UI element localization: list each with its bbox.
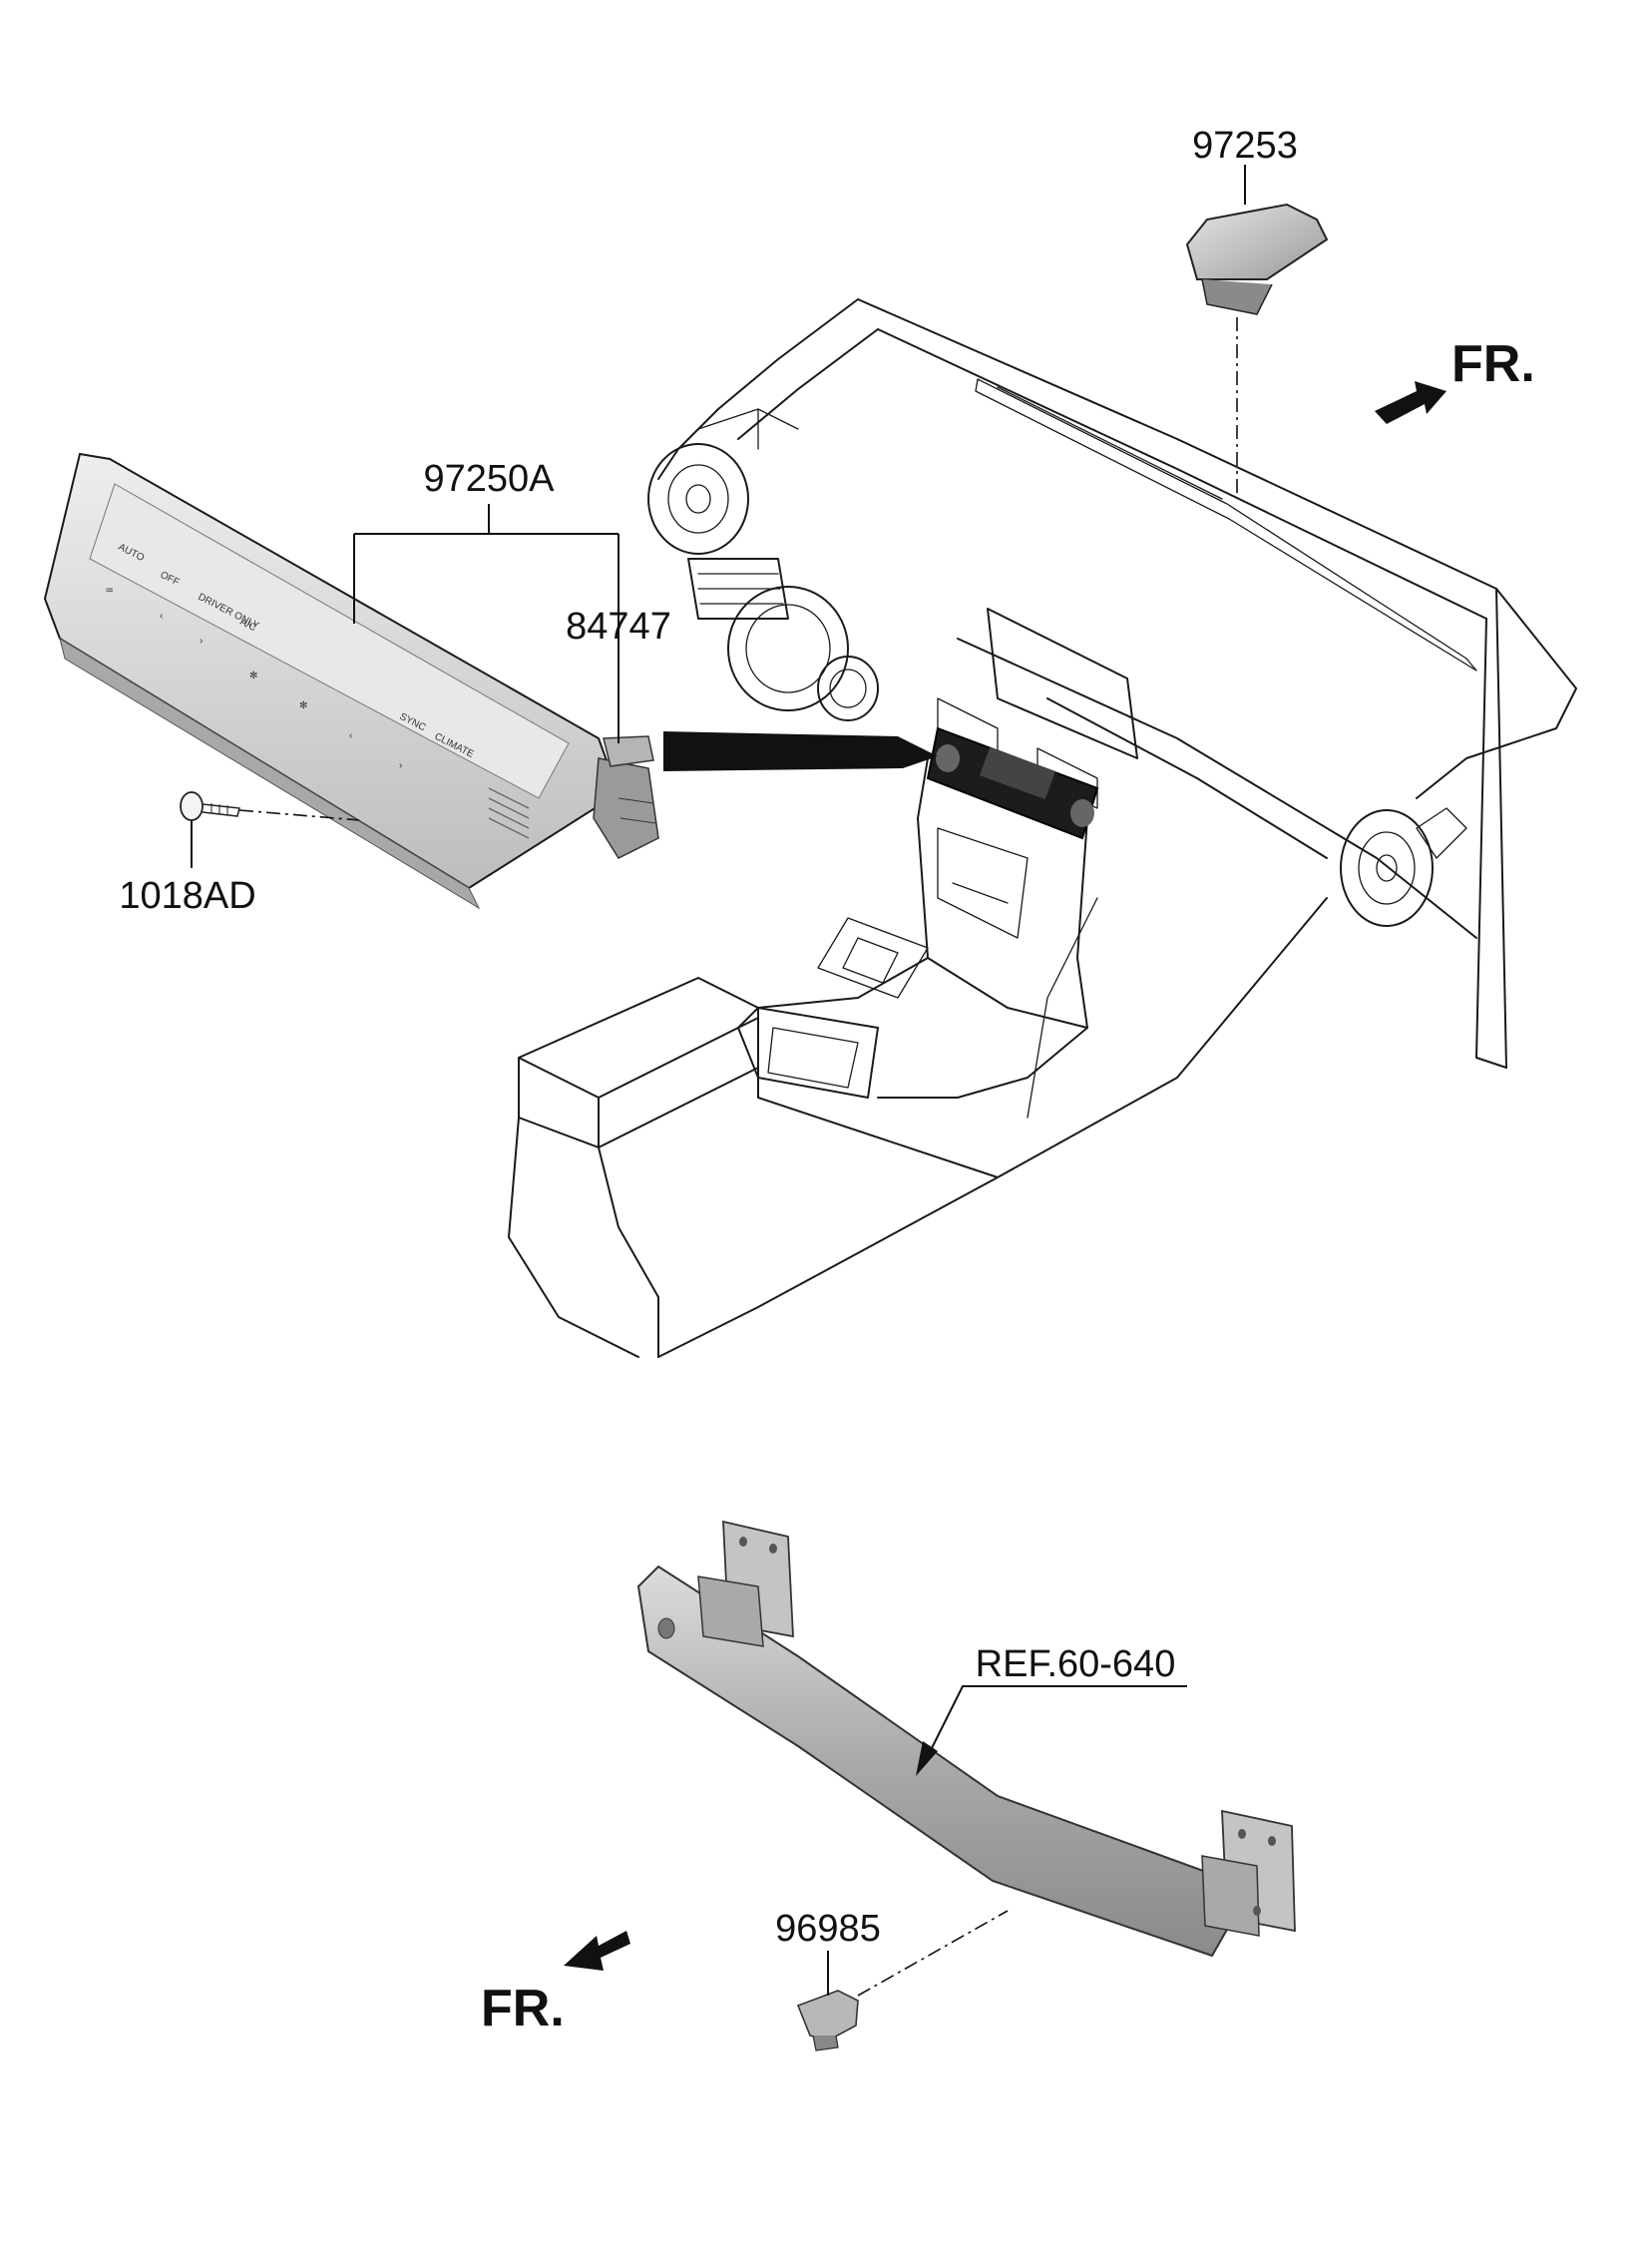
sensor-96985	[796, 1990, 859, 2051]
climate-control-panel: AUTO OFF DRIVER ONLY A/C SYNC CLIMATE ‹ …	[43, 452, 659, 910]
center-console-drawing	[508, 897, 1328, 1358]
label-ref-60-640: REF.60-640	[976, 1643, 1176, 1685]
label-96985: 96985	[775, 1908, 881, 1950]
arrow-left-icon-2: ‹	[349, 730, 352, 741]
screw-guide-line	[238, 809, 360, 821]
connector-84747	[603, 735, 654, 767]
front-label-bottom: FR.	[481, 1980, 565, 2037]
label-97253: 97253	[1192, 125, 1298, 167]
defrost-icon: ♒	[105, 586, 114, 597]
fan-icon-2: ✻	[299, 700, 307, 711]
front-label-top: FR.	[1451, 335, 1535, 393]
leader-lines	[191, 165, 1246, 1996]
front-indicator-bottom: FR.	[481, 1931, 630, 2037]
sensor-97253	[1185, 203, 1329, 315]
label-97250A: 97250A	[423, 458, 555, 500]
arrow-right-icon-2: ›	[399, 760, 402, 771]
arrow-left-icon: ‹	[160, 611, 163, 622]
arrow-right-icon: ›	[200, 636, 203, 647]
installation-arrow	[663, 731, 938, 771]
fan-icon: ✻	[249, 671, 257, 681]
screw-1018AD	[180, 791, 240, 821]
front-indicator-top: FR.	[1375, 335, 1535, 424]
dashboard-drawing	[647, 298, 1577, 1069]
label-84747: 84747	[566, 606, 671, 648]
installed-climate-panel	[926, 726, 1099, 840]
label-1018AD: 1018AD	[119, 875, 255, 917]
bumper-beam	[636, 1520, 1296, 1958]
sensor-96985-guide-line	[857, 1910, 1009, 1997]
